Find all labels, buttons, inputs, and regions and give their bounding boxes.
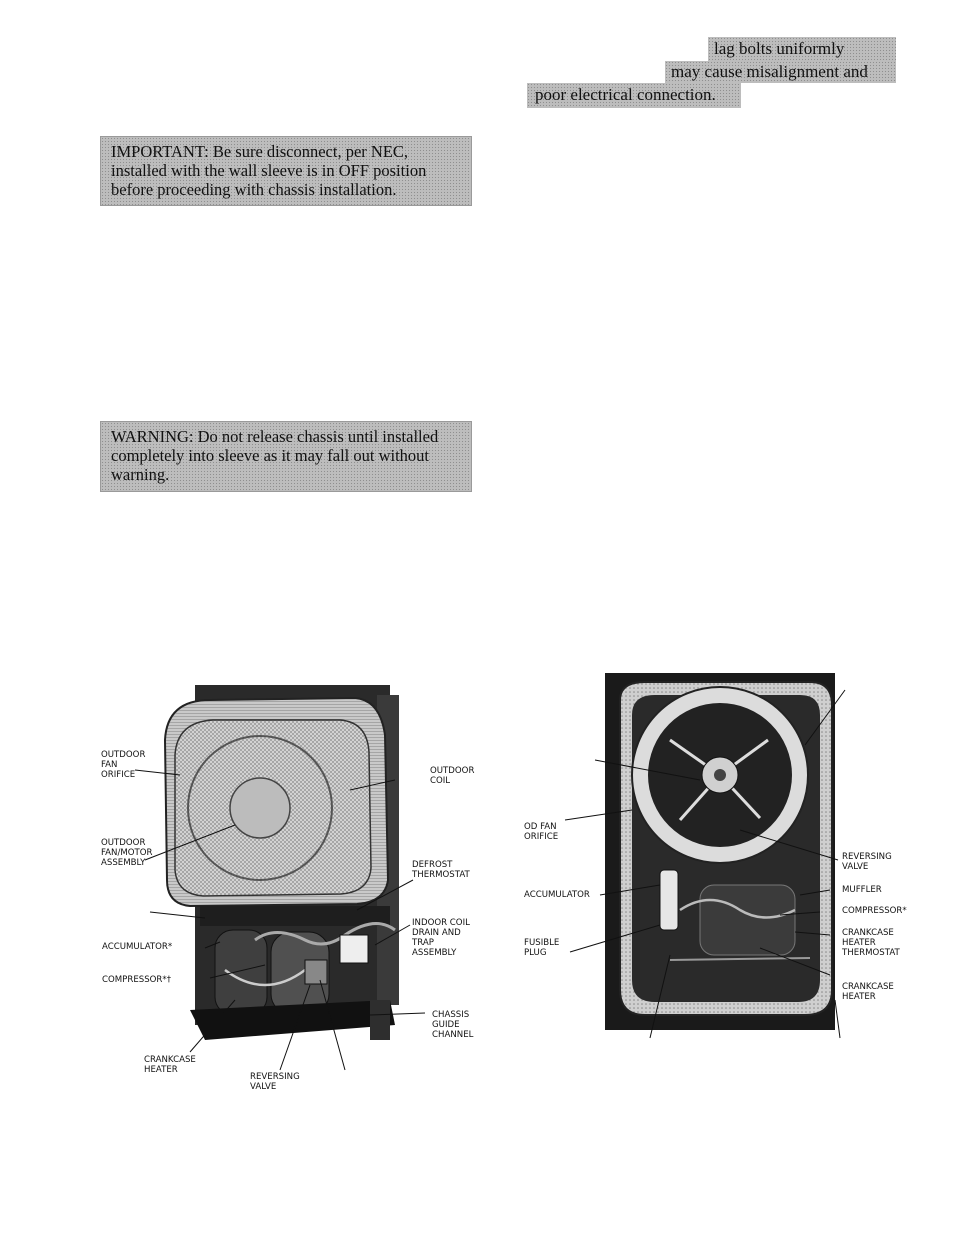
label-crankcase-heater-thermostat: CRANKCASE HEATER THERMOSTAT — [842, 928, 900, 958]
label-od-fan-orifice: OD FAN ORIFICE — [524, 822, 559, 842]
label-muffler: MUFFLER — [842, 885, 882, 895]
chassis-front-illustration — [134, 685, 426, 1071]
label-indoor-coil-drain: INDOOR COIL DRAIN AND TRAP ASSEMBLY — [412, 918, 470, 958]
label-reversing-valve-left: REVERSING VALVE — [250, 1072, 300, 1092]
label-outdoor-coil: OUTDOOR COIL — [430, 766, 475, 786]
note-line-1: lag bolts uniformly — [708, 37, 896, 61]
label-outdoor-fan-motor: OUTDOOR FAN/MOTOR ASSEMBLY — [101, 838, 153, 868]
label-accumulator-right: ACCUMULATOR — [524, 890, 590, 900]
label-defrost-thermostat: DEFROST THERMOSTAT — [412, 860, 470, 880]
note-line-2: may cause misalignment and — [665, 61, 896, 83]
label-crankcase-heater-right: CRANKCASE HEATER — [842, 982, 894, 1002]
label-chassis-guide-channel: CHASSIS GUIDE CHANNEL — [432, 1010, 474, 1040]
note-line-3: poor electrical connection. — [527, 83, 741, 108]
chassis-rear-illustration — [564, 673, 846, 1039]
important-notice: IMPORTANT: Be sure disconnect, per NEC, … — [100, 136, 472, 206]
label-compressor: COMPRESSOR*† — [102, 975, 172, 985]
label-outdoor-fan-orifice: OUTDOOR FAN ORIFICE — [101, 750, 146, 780]
warning-notice: WARNING: Do not release chassis until in… — [100, 421, 472, 492]
label-fusible-plug: FUSIBLE PLUG — [524, 938, 560, 958]
label-crankcase-heater-left: CRANKCASE HEATER — [144, 1055, 196, 1075]
label-accumulator: ACCUMULATOR* — [102, 942, 173, 952]
label-compressor-right: COMPRESSOR* — [842, 906, 907, 916]
label-reversing-valve-right: REVERSING VALVE — [842, 852, 892, 872]
